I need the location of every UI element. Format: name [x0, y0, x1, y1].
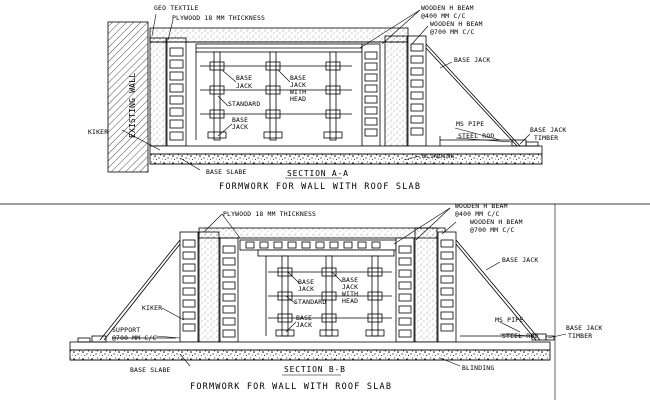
b-label-blinding: BLINDING — [462, 364, 494, 372]
b-label-base-jack-head-2: JACK — [342, 283, 358, 291]
section-a-leaders — [121, 9, 531, 171]
b-label-base-slabe: BASE SLABE — [130, 366, 170, 374]
kicker-brace-right-b — [455, 239, 541, 341]
b-label-base-jack-timber-1: BASE JACK — [566, 324, 602, 332]
label-kiker: KIKER — [88, 128, 108, 136]
b-label-plywood: PLYWOOD 18 MM THICKNESS — [223, 210, 316, 218]
b-label-support-2: @700 MM C/C — [112, 334, 157, 342]
section-b-title: SECTION B-B — [284, 365, 346, 374]
section-a-labels: GEO TEXTILE PLYWOOD 18 MM THICKNESS WOOD… — [88, 4, 566, 192]
b-label-base-jack-2: JACK — [298, 285, 314, 293]
roof-slab — [149, 27, 409, 43]
label-plywood: PLYWOOD 18 MM THICKNESS — [172, 14, 265, 22]
label-spacing-700: @700 MM C/C — [430, 28, 475, 36]
b-left-concrete-wall — [198, 231, 220, 343]
b-base-slab — [69, 341, 551, 351]
b-label-base-jack-1: BASE — [298, 278, 314, 286]
label-base-jack-low-1: BASE — [232, 116, 248, 124]
b-label-steel-rod: STEEL ROD — [502, 332, 538, 340]
label-wooden-h-beam: WOODEN H BEAM — [421, 4, 474, 12]
b-label-ms-pipe: MS PIPE — [495, 316, 523, 324]
kicker-brace-right — [425, 43, 521, 147]
b-label-standard: STANDARD — [294, 298, 326, 306]
b-label-spacing-400: @400 MM C/C — [455, 210, 500, 218]
section-b-labels: PLYWOOD 18 MM THICKNESS WOODEN H BEAM @4… — [112, 202, 602, 392]
section-b-caption: FORMWORK FOR WALL WITH ROOF SLAB — [190, 382, 392, 392]
section-a-title: SECTION A-A — [287, 169, 349, 178]
label-steel-rod: STEEL ROD — [458, 132, 494, 140]
section-a-caption: FORMWORK FOR WALL WITH ROOF SLAB — [219, 182, 421, 192]
section-b-leaders — [155, 207, 567, 367]
label-geo-textile: GEO TEXTILE — [154, 4, 199, 12]
section-b-drawing — [69, 227, 555, 361]
label-standard: STANDARD — [228, 100, 260, 108]
b-label-spacing-700: @700 MM C/C — [470, 226, 515, 234]
label-existing-wall: EXISTING WALL — [128, 73, 137, 138]
label-base-jack-low-2: JACK — [232, 123, 248, 131]
b-label-base-jack-head-3: WITH — [342, 290, 358, 298]
label-base-jack-head-1: BASE — [290, 74, 306, 82]
b-shoring-props — [265, 255, 392, 337]
label-base-jack-head-3: WITH — [290, 88, 306, 96]
label-base-jack-timber-1: BASE JACK — [530, 126, 566, 134]
label-ms-pipe: MS PIPE — [456, 120, 484, 128]
b-right-concrete-wall — [414, 227, 438, 343]
label-base-jack-right: BASE JACK — [454, 56, 490, 64]
label-base-jack-head-2: JACK — [290, 81, 306, 89]
right-concrete-wall — [384, 35, 408, 147]
left-h-beam-studs — [169, 47, 184, 141]
b-top-h-beam — [239, 239, 397, 251]
b-label-base-jack-head-4: HEAD — [342, 297, 358, 305]
b-label-wooden-h-beam: WOODEN H BEAM — [455, 202, 508, 210]
label-blinding: BLINDING — [422, 152, 454, 160]
label-base-slabe: BASE SLABE — [206, 168, 246, 176]
b-label-base-jack-right: BASE JACK — [502, 256, 538, 264]
label-base-jack-timber-2: TIMBER — [534, 134, 558, 142]
label-spacing-400: @400 MM C/C — [421, 12, 466, 20]
b-right-inner-h-beam — [395, 237, 415, 343]
existing-wall — [107, 21, 149, 173]
b-label-support-1: SUPPORT — [112, 326, 140, 334]
section-a-drawing — [107, 21, 543, 173]
kicker-brace-left — [99, 239, 181, 341]
b-label-wooden-h-beam-2: WOODEN H BEAM — [470, 218, 523, 226]
left-concrete-wall — [149, 37, 167, 147]
b-blinding — [69, 349, 551, 361]
label-base-jack-1: BASE — [236, 74, 252, 82]
label-wooden-h-beam-2: WOODEN H BEAM — [430, 20, 483, 28]
b-label-base-jack-low-2: JACK — [296, 321, 312, 329]
label-base-jack-2: JACK — [236, 82, 252, 90]
blinding — [149, 153, 543, 165]
base-slab — [149, 145, 543, 155]
shoring-props — [195, 51, 352, 141]
b-left-inner-h-beam — [219, 237, 239, 343]
b-label-base-jack-head-1: BASE — [342, 276, 358, 284]
label-base-jack-head-4: HEAD — [290, 95, 306, 103]
b-label-kiker: KIKER — [142, 304, 162, 312]
b-label-base-jack-timber-2: TIMBER — [568, 332, 592, 340]
b-label-base-jack-low-1: BASE — [296, 314, 312, 322]
